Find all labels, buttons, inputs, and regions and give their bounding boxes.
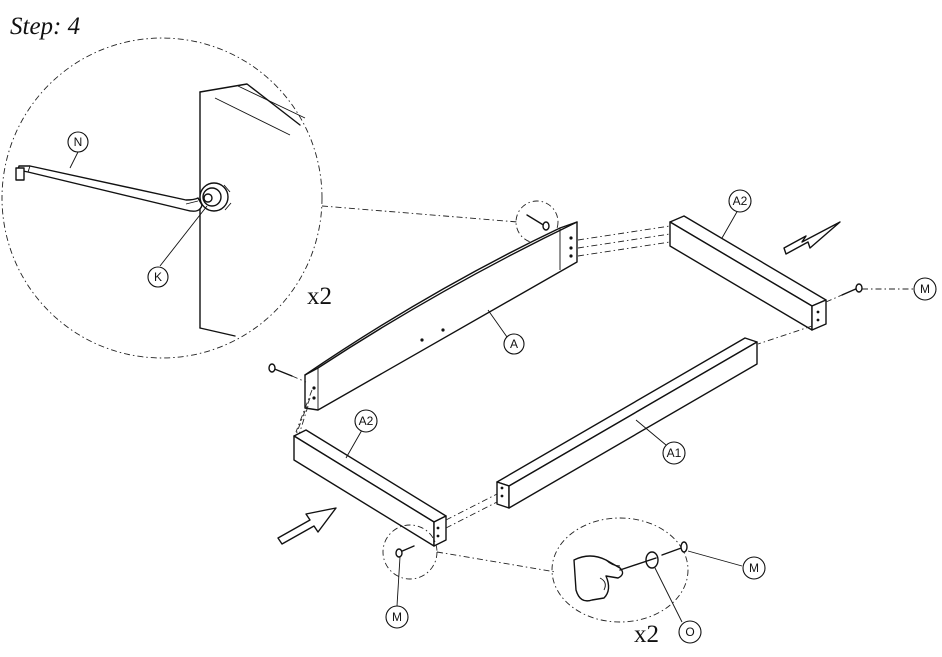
callout-bolt-right: M — [913, 277, 937, 301]
connection-lines-top — [577, 225, 671, 257]
svg-text:M: M — [749, 561, 759, 575]
panel-a — [304, 221, 578, 411]
svg-text:N: N — [74, 135, 83, 149]
connection-line-a1-top — [757, 325, 813, 345]
direction-arrow-icon — [783, 221, 841, 255]
quantity-hex-key-detail: x2 — [307, 283, 332, 310]
hex-key-detail-view: N K x2 — [1, 37, 332, 359]
svg-text:A2: A2 — [733, 194, 748, 208]
quantity-screwdriver-detail: x2 — [634, 621, 659, 648]
hand-screwdriver-icon — [573, 541, 688, 602]
callout-bolt-detail: M — [742, 556, 766, 580]
panel-a2-top — [669, 215, 827, 331]
bolt-icon — [825, 283, 914, 303]
screwdriver-detail-view: x2 — [551, 517, 743, 648]
connection-lines-bottom — [445, 493, 498, 529]
panel-a2-bottom — [293, 429, 447, 547]
bolt-icon — [268, 363, 307, 383]
callout-panel-a1: A1 — [662, 441, 686, 465]
svg-text:A1: A1 — [667, 446, 682, 460]
callout-hex-key: N — [67, 131, 89, 153]
svg-text:A: A — [510, 337, 518, 351]
callout-panel-a: A — [503, 333, 525, 355]
panel-a1 — [496, 337, 758, 509]
step-title: Step: 4 — [10, 13, 80, 40]
callout-barrel-nut: K — [147, 266, 169, 288]
svg-text:A2: A2 — [359, 414, 374, 428]
bolt-icon — [526, 214, 550, 231]
detail-leader-top — [321, 205, 519, 223]
callout-panel-a2-top: A2 — [728, 189, 752, 213]
bolt-icon — [395, 545, 415, 558]
svg-text:M: M — [920, 282, 930, 296]
callout-panel-a2-bottom: A2 — [354, 409, 378, 433]
barrel-nut-icon — [199, 182, 232, 212]
callout-bolt-bottom: M — [385, 605, 409, 629]
hex-key-icon — [15, 165, 203, 212]
detail-ellipse-boundary — [551, 517, 689, 623]
detail-circle-boundary — [1, 37, 323, 359]
detail-leader-bottom — [436, 551, 557, 573]
direction-arrow-icon — [277, 507, 337, 545]
callout-screwdriver-tool: O — [678, 620, 702, 644]
zoomed-panel — [199, 83, 306, 337]
svg-text:O: O — [685, 625, 694, 639]
svg-text:K: K — [154, 270, 162, 284]
svg-text:M: M — [392, 610, 402, 624]
